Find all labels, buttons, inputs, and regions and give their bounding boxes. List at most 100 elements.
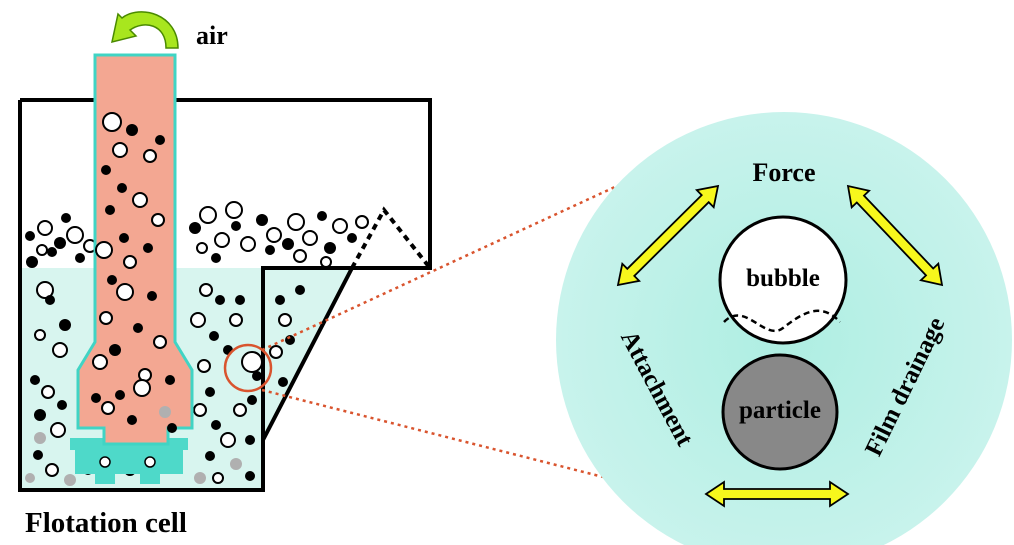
force-attachment-arrow-icon — [616, 184, 720, 287]
froth-bubble — [214, 232, 230, 248]
froth-bubble — [37, 220, 53, 236]
flotation-cell: air Flotation cell — [18, 11, 432, 539]
hydrophobic-particle — [285, 335, 295, 345]
shaft-bubble — [116, 283, 134, 301]
loaded-particle — [282, 238, 294, 250]
pulp-bubble — [269, 345, 283, 359]
loaded-particle — [61, 213, 71, 223]
hydrophobic-particle — [205, 451, 215, 461]
shaft-bubble — [151, 213, 165, 227]
froth-bubble — [287, 213, 305, 231]
shaft-particle — [105, 205, 115, 215]
hydrophobic-particle — [275, 295, 285, 305]
shaft-bubble — [133, 379, 151, 397]
froth-bubble — [302, 230, 318, 246]
pulp-bubble — [190, 312, 206, 328]
shaft-particle — [115, 390, 125, 400]
air-arrow-icon — [111, 11, 179, 49]
pulp-bubble — [41, 385, 55, 399]
froth-bubble — [240, 236, 256, 252]
double-arrows — [616, 184, 944, 508]
cell-caption: Flotation cell — [25, 507, 187, 539]
shaft-particles — [91, 112, 177, 433]
loaded-particle — [25, 231, 35, 241]
loaded-particle — [54, 237, 66, 249]
shaft-bubble — [102, 112, 122, 132]
pulp-bubble — [229, 313, 243, 327]
loaded-particle — [317, 211, 327, 221]
bubble-label: bubble — [746, 265, 820, 292]
hydrophobic-particle — [295, 285, 305, 295]
force-label: Force — [752, 158, 815, 187]
shaft-particle — [133, 323, 143, 333]
froth-bubble — [320, 256, 332, 268]
froth-bubble — [355, 215, 369, 229]
tank-outline — [20, 98, 432, 441]
shaft-particle — [127, 415, 137, 425]
froth-bubble — [266, 227, 282, 243]
pulp-bubble — [45, 463, 59, 477]
hydrophilic-particle — [194, 472, 206, 484]
froth-bubble — [332, 218, 348, 234]
hydrophobic-particle — [211, 420, 221, 430]
loaded-particle — [211, 253, 221, 263]
loaded-particle — [265, 245, 275, 255]
loaded-particle — [347, 233, 357, 243]
hydrophobic-particle — [30, 375, 40, 385]
pulp-bubble — [36, 281, 54, 299]
pulp-bubble — [197, 359, 211, 373]
shaft-particle — [165, 375, 175, 385]
shaft-particle — [167, 423, 177, 433]
froth-overflow-dashed — [350, 206, 432, 270]
zoom-connector-bottom — [261, 388, 616, 482]
shaft-bubble — [95, 241, 113, 259]
pulp-bubble — [220, 432, 236, 448]
hydrophobic-particle — [59, 319, 71, 331]
shaft-particle — [107, 275, 117, 285]
tank-outline-left — [18, 100, 265, 492]
zoom-connector-top — [261, 178, 631, 352]
pulp-bubble — [193, 403, 207, 417]
loaded-particle — [324, 242, 336, 254]
film-drainage-dashed — [723, 309, 841, 332]
particle-circle — [721, 353, 839, 471]
air-label: air — [196, 21, 228, 50]
shaft-particle — [119, 233, 129, 243]
force-drainage-arrow-icon — [846, 184, 944, 287]
pulp-bubble — [278, 313, 292, 327]
shaft-particle — [101, 165, 111, 175]
shaft-bubble — [112, 142, 128, 158]
shaft-particle — [126, 124, 138, 136]
drainage-attachment-arrow-icon — [704, 480, 850, 508]
shaft-particle — [109, 344, 121, 356]
shaft-bubble — [92, 354, 108, 370]
shaft-particle — [155, 135, 165, 145]
shaft-particle — [147, 291, 157, 301]
loaded-particle — [75, 253, 85, 263]
froth-bubble — [293, 249, 307, 263]
pulp-bubble — [52, 342, 68, 358]
hydrophobic-particle — [245, 471, 255, 481]
hydrophobic-particle — [34, 409, 46, 421]
pulp-bubble — [233, 403, 247, 417]
pulp-bubble — [50, 422, 66, 438]
shaft-particle — [117, 183, 127, 193]
loaded-particle — [189, 222, 201, 234]
shaft-bubble — [153, 335, 167, 349]
froth-bubble — [199, 206, 217, 224]
loaded-particle — [47, 247, 57, 257]
froth-bubble — [36, 244, 48, 256]
hydrophilic-particle — [25, 473, 35, 483]
froth-bubble — [66, 226, 84, 244]
shaft-bubble — [143, 149, 157, 163]
hydrophobic-particle — [209, 331, 219, 341]
hydrophobic-particle — [205, 387, 215, 397]
pulp-bubble — [212, 472, 224, 484]
attachment-mechanism: bubble particle Force Attachment Film dr… — [556, 112, 1012, 545]
loaded-particle — [231, 221, 241, 231]
hydrophobic-particle — [57, 400, 67, 410]
particle-label: particle — [739, 397, 821, 424]
froth-layer — [25, 201, 369, 268]
loaded-particle — [256, 214, 268, 226]
